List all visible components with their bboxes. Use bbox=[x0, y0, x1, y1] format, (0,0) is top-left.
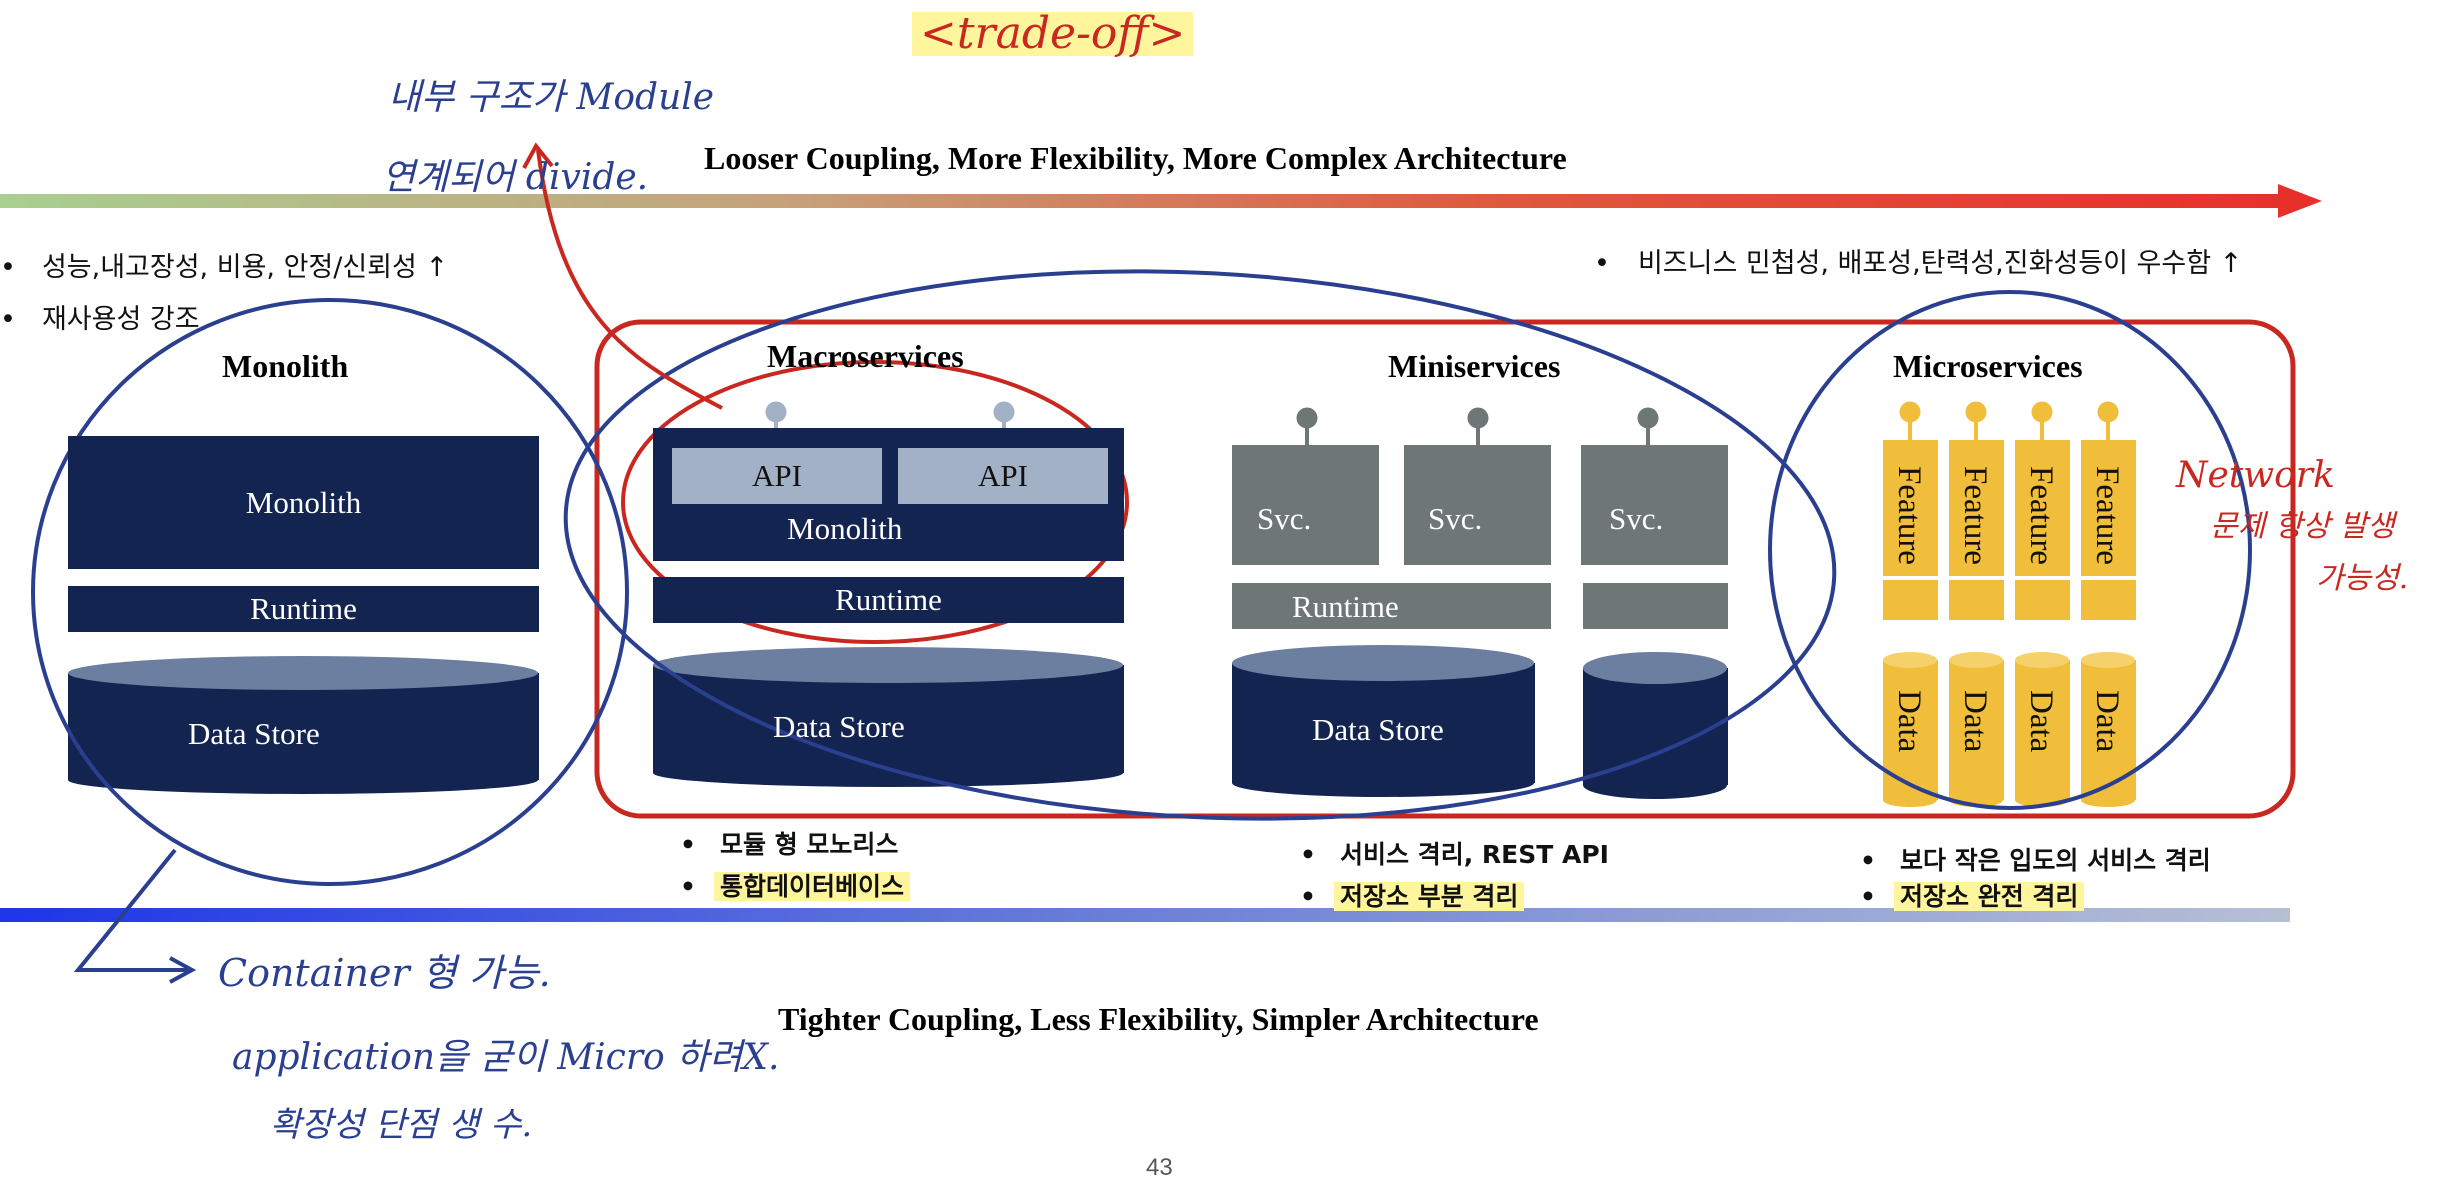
mini-bullet-2: •저장소 부분 격리 bbox=[1300, 882, 1525, 911]
left-bullet-2: •재사용성 강조 bbox=[0, 304, 200, 335]
micro-bullet-2: •저장소 완전 격리 bbox=[1860, 882, 2085, 911]
top-axis-label: Looser Coupling, More Flexibility, More … bbox=[704, 140, 1567, 176]
svc-pins bbox=[1296, 407, 1659, 445]
data-label-3: Data bbox=[2023, 690, 2059, 753]
micro-data-cylinders bbox=[1883, 652, 2136, 807]
monolith-data-store-cylinder bbox=[68, 656, 539, 794]
svc-label-1: Svc. bbox=[1257, 501, 1312, 536]
macro-bullet-2: •통합데이터베이스 bbox=[680, 872, 910, 901]
svc-label-2: Svc. bbox=[1428, 501, 1483, 536]
mini-runtime-block: Runtime bbox=[1232, 583, 1551, 629]
macro-runtime-block: Runtime bbox=[653, 577, 1124, 623]
mini-runtime-block-small bbox=[1583, 583, 1728, 629]
macroservices-title: Macroservices bbox=[767, 338, 964, 374]
note-bottom-line-3: 확장성 단점 생 수. bbox=[270, 1105, 533, 1145]
mini-data-store-label: Data Store bbox=[1312, 712, 1444, 747]
monolith-runtime-block: Runtime bbox=[68, 586, 539, 632]
macro-api-block-1: API bbox=[672, 448, 882, 504]
macro-monolith-label: Monolith bbox=[787, 511, 903, 546]
macro-highlight-ellipse bbox=[621, 360, 1129, 644]
macro-api-block-2: API bbox=[898, 448, 1108, 504]
data-label-4: Data bbox=[2089, 690, 2125, 753]
monolith-data-store-label: Data Store bbox=[188, 716, 320, 751]
top-arrow-shaft bbox=[0, 194, 2282, 208]
feature-block-1 bbox=[1883, 440, 1938, 580]
feature-label-1: Feature bbox=[1891, 466, 1927, 565]
note-bottom-line-2: application을 굳이 Micro 하려X. bbox=[232, 1037, 780, 1078]
bottom-axis-label: Tighter Coupling, Less Flexibility, Simp… bbox=[778, 1001, 1539, 1037]
feature-block-3 bbox=[2015, 440, 2070, 580]
note-right-line-2: 문제 항상 발생 bbox=[2210, 509, 2395, 544]
feature-block-2 bbox=[1949, 440, 2004, 580]
svc-label-3: Svc. bbox=[1609, 501, 1664, 536]
container-note-arrow bbox=[73, 848, 190, 972]
note-top-left-line-2: 연계되어 divide. bbox=[382, 157, 649, 198]
pointer-curve bbox=[536, 149, 723, 410]
macro-data-store-cylinder bbox=[653, 647, 1124, 787]
data-label-2: Data bbox=[1957, 690, 1993, 753]
top-arrow-head bbox=[2278, 184, 2322, 218]
mini-small-store-cylinder bbox=[1583, 652, 1728, 799]
mini-data-store-cylinder bbox=[1232, 645, 1535, 797]
microservices-title: Microservices bbox=[1893, 348, 2083, 384]
monolith-app-block: Monolith bbox=[68, 436, 539, 569]
feature-label-4: Feature bbox=[2089, 466, 2125, 565]
note-right-line-3: 가능성. bbox=[2316, 561, 2409, 596]
feature-pins bbox=[1899, 401, 2119, 440]
macro-data-store-label: Data Store bbox=[773, 709, 905, 744]
micro-ellipse bbox=[1768, 290, 2252, 810]
feature-label-2: Feature bbox=[1957, 466, 1993, 565]
monolith-ellipse bbox=[31, 298, 629, 886]
data-label-1: Data bbox=[1891, 690, 1927, 753]
left-bullet-1: •성능,내고장성, 비용, 안정/신뢰성 ↑ bbox=[0, 252, 449, 283]
page-number: 43 bbox=[1146, 1154, 1173, 1181]
bottom-axis-bar bbox=[0, 908, 2290, 922]
micro-bullet-1: •보다 작은 입도의 서비스 격리 bbox=[1860, 846, 2211, 875]
note-right-line-1: Network bbox=[2176, 455, 2335, 496]
monolith-title: Monolith bbox=[222, 348, 349, 384]
feature-label-3: Feature bbox=[2023, 466, 2059, 565]
right-bullet: •비즈니스 민첩성, 배포성,탄력성,진화성등이 우수함 ↑ bbox=[1594, 248, 2243, 279]
tradeoff-annotation: <trade-off> bbox=[912, 12, 1194, 56]
mini-bullet-1: •서비스 격리, REST API bbox=[1300, 840, 1609, 869]
feature-block-4 bbox=[2081, 440, 2136, 580]
note-bottom-line-1: Container 형 가능. bbox=[218, 951, 551, 995]
miniservices-title: Miniservices bbox=[1388, 348, 1561, 384]
services-outline bbox=[594, 319, 2296, 819]
macro-bullet-1: •모듈 형 모노리스 bbox=[680, 830, 899, 859]
macro-mini-ellipse bbox=[563, 269, 1837, 821]
svc-block-3 bbox=[1581, 445, 1728, 565]
note-top-left-line-1: 내부 구조가 Module bbox=[388, 77, 715, 118]
svc-block-2 bbox=[1404, 445, 1551, 565]
svc-block-1 bbox=[1232, 445, 1379, 565]
